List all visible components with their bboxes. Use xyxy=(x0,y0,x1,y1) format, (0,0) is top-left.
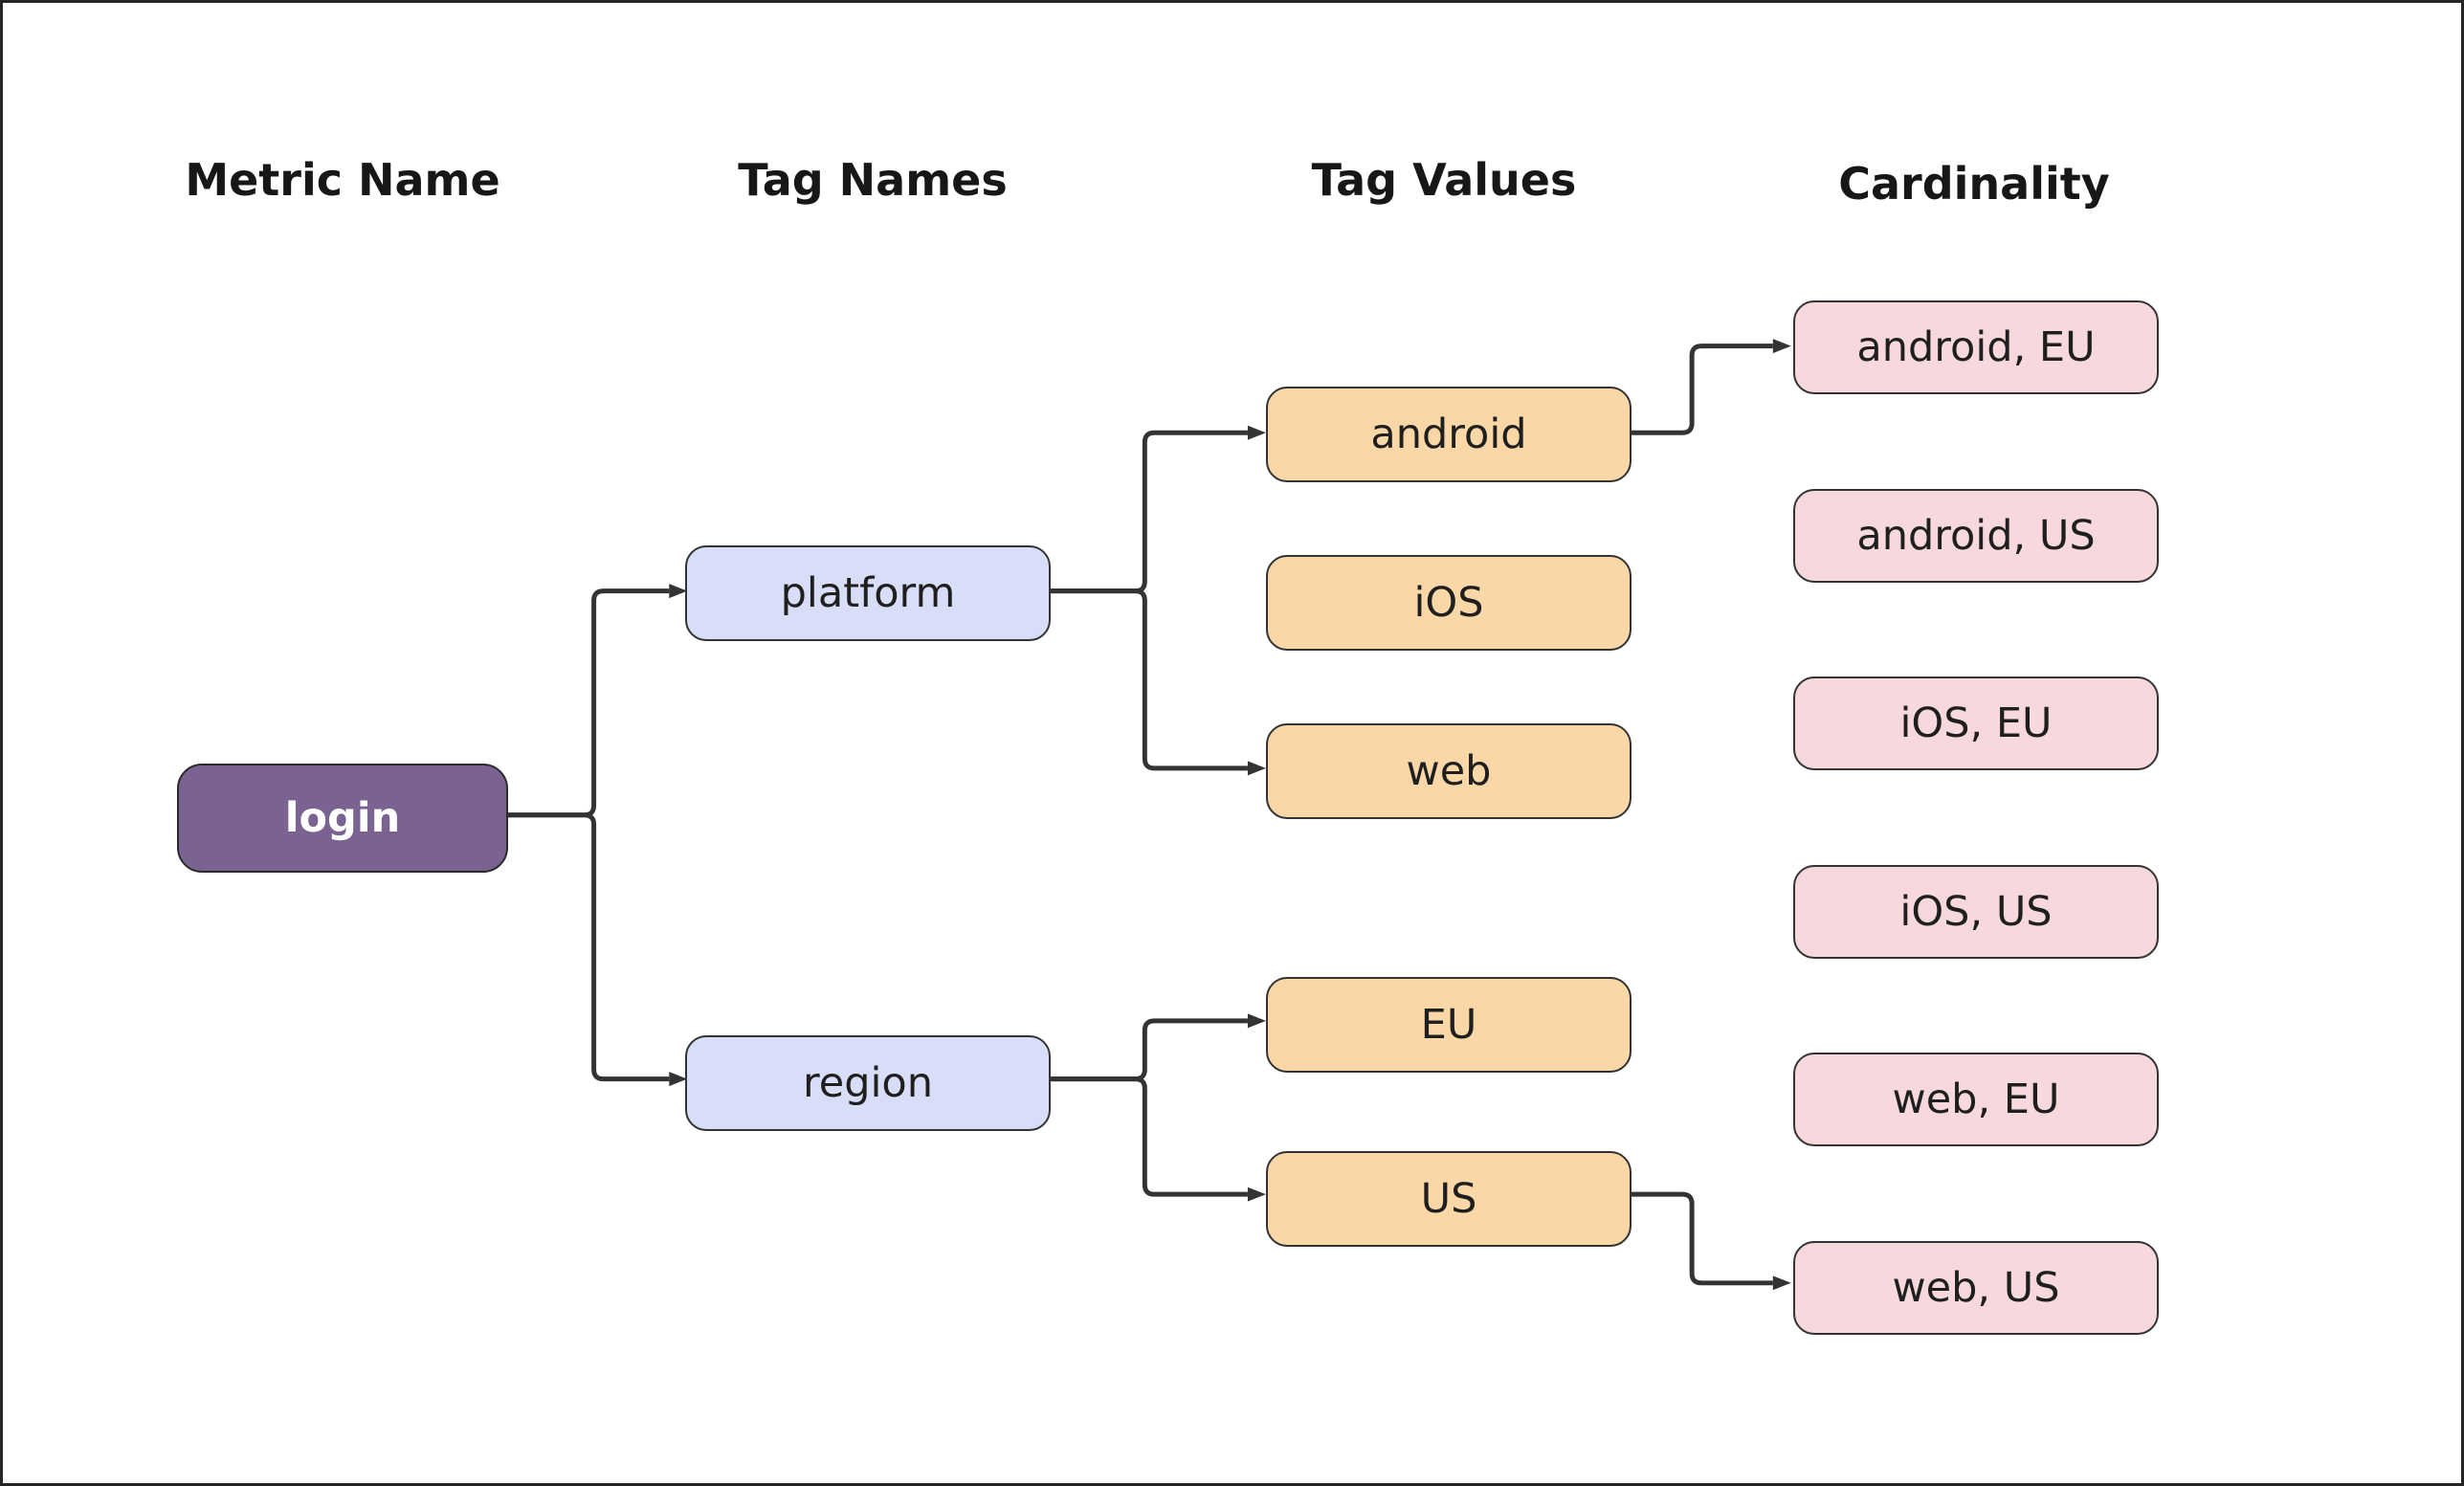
node-ios-eu: iOS, EU xyxy=(1793,676,2159,770)
edge-platform-android xyxy=(1048,425,1266,594)
node-us: US xyxy=(1266,1151,1632,1247)
edge-region-us xyxy=(1048,1076,1266,1202)
edge-layer xyxy=(507,339,1791,1291)
node-platform: platform xyxy=(685,545,1051,641)
node-android-eu: android, EU xyxy=(1793,300,2159,394)
column-header-tag-names: Tag Names xyxy=(738,154,1008,206)
node-web: web xyxy=(1266,723,1632,819)
node-web-us: web, US xyxy=(1793,1241,2159,1335)
edge-android-android-eu xyxy=(1627,339,1791,435)
node-eu: EU xyxy=(1266,977,1632,1073)
edge-login-region xyxy=(507,812,688,1087)
node-web-eu: web, EU xyxy=(1793,1053,2159,1146)
edge-us-web-us xyxy=(1627,1191,1791,1291)
node-ios: iOS xyxy=(1266,555,1632,651)
edge-platform-web xyxy=(1048,588,1266,776)
column-header-cardinality: Cardinality xyxy=(1838,158,2110,210)
node-android-us: android, US xyxy=(1793,489,2159,583)
edge-region-eu xyxy=(1048,1013,1266,1082)
node-android: android xyxy=(1266,387,1632,482)
node-region: region xyxy=(685,1035,1051,1131)
node-login: login xyxy=(177,764,508,873)
edge-login-platform xyxy=(507,584,688,818)
column-header-metric-name: Metric Name xyxy=(185,154,500,206)
node-ios-us: iOS, US xyxy=(1793,865,2159,959)
column-header-tag-values: Tag Values xyxy=(1311,154,1577,206)
